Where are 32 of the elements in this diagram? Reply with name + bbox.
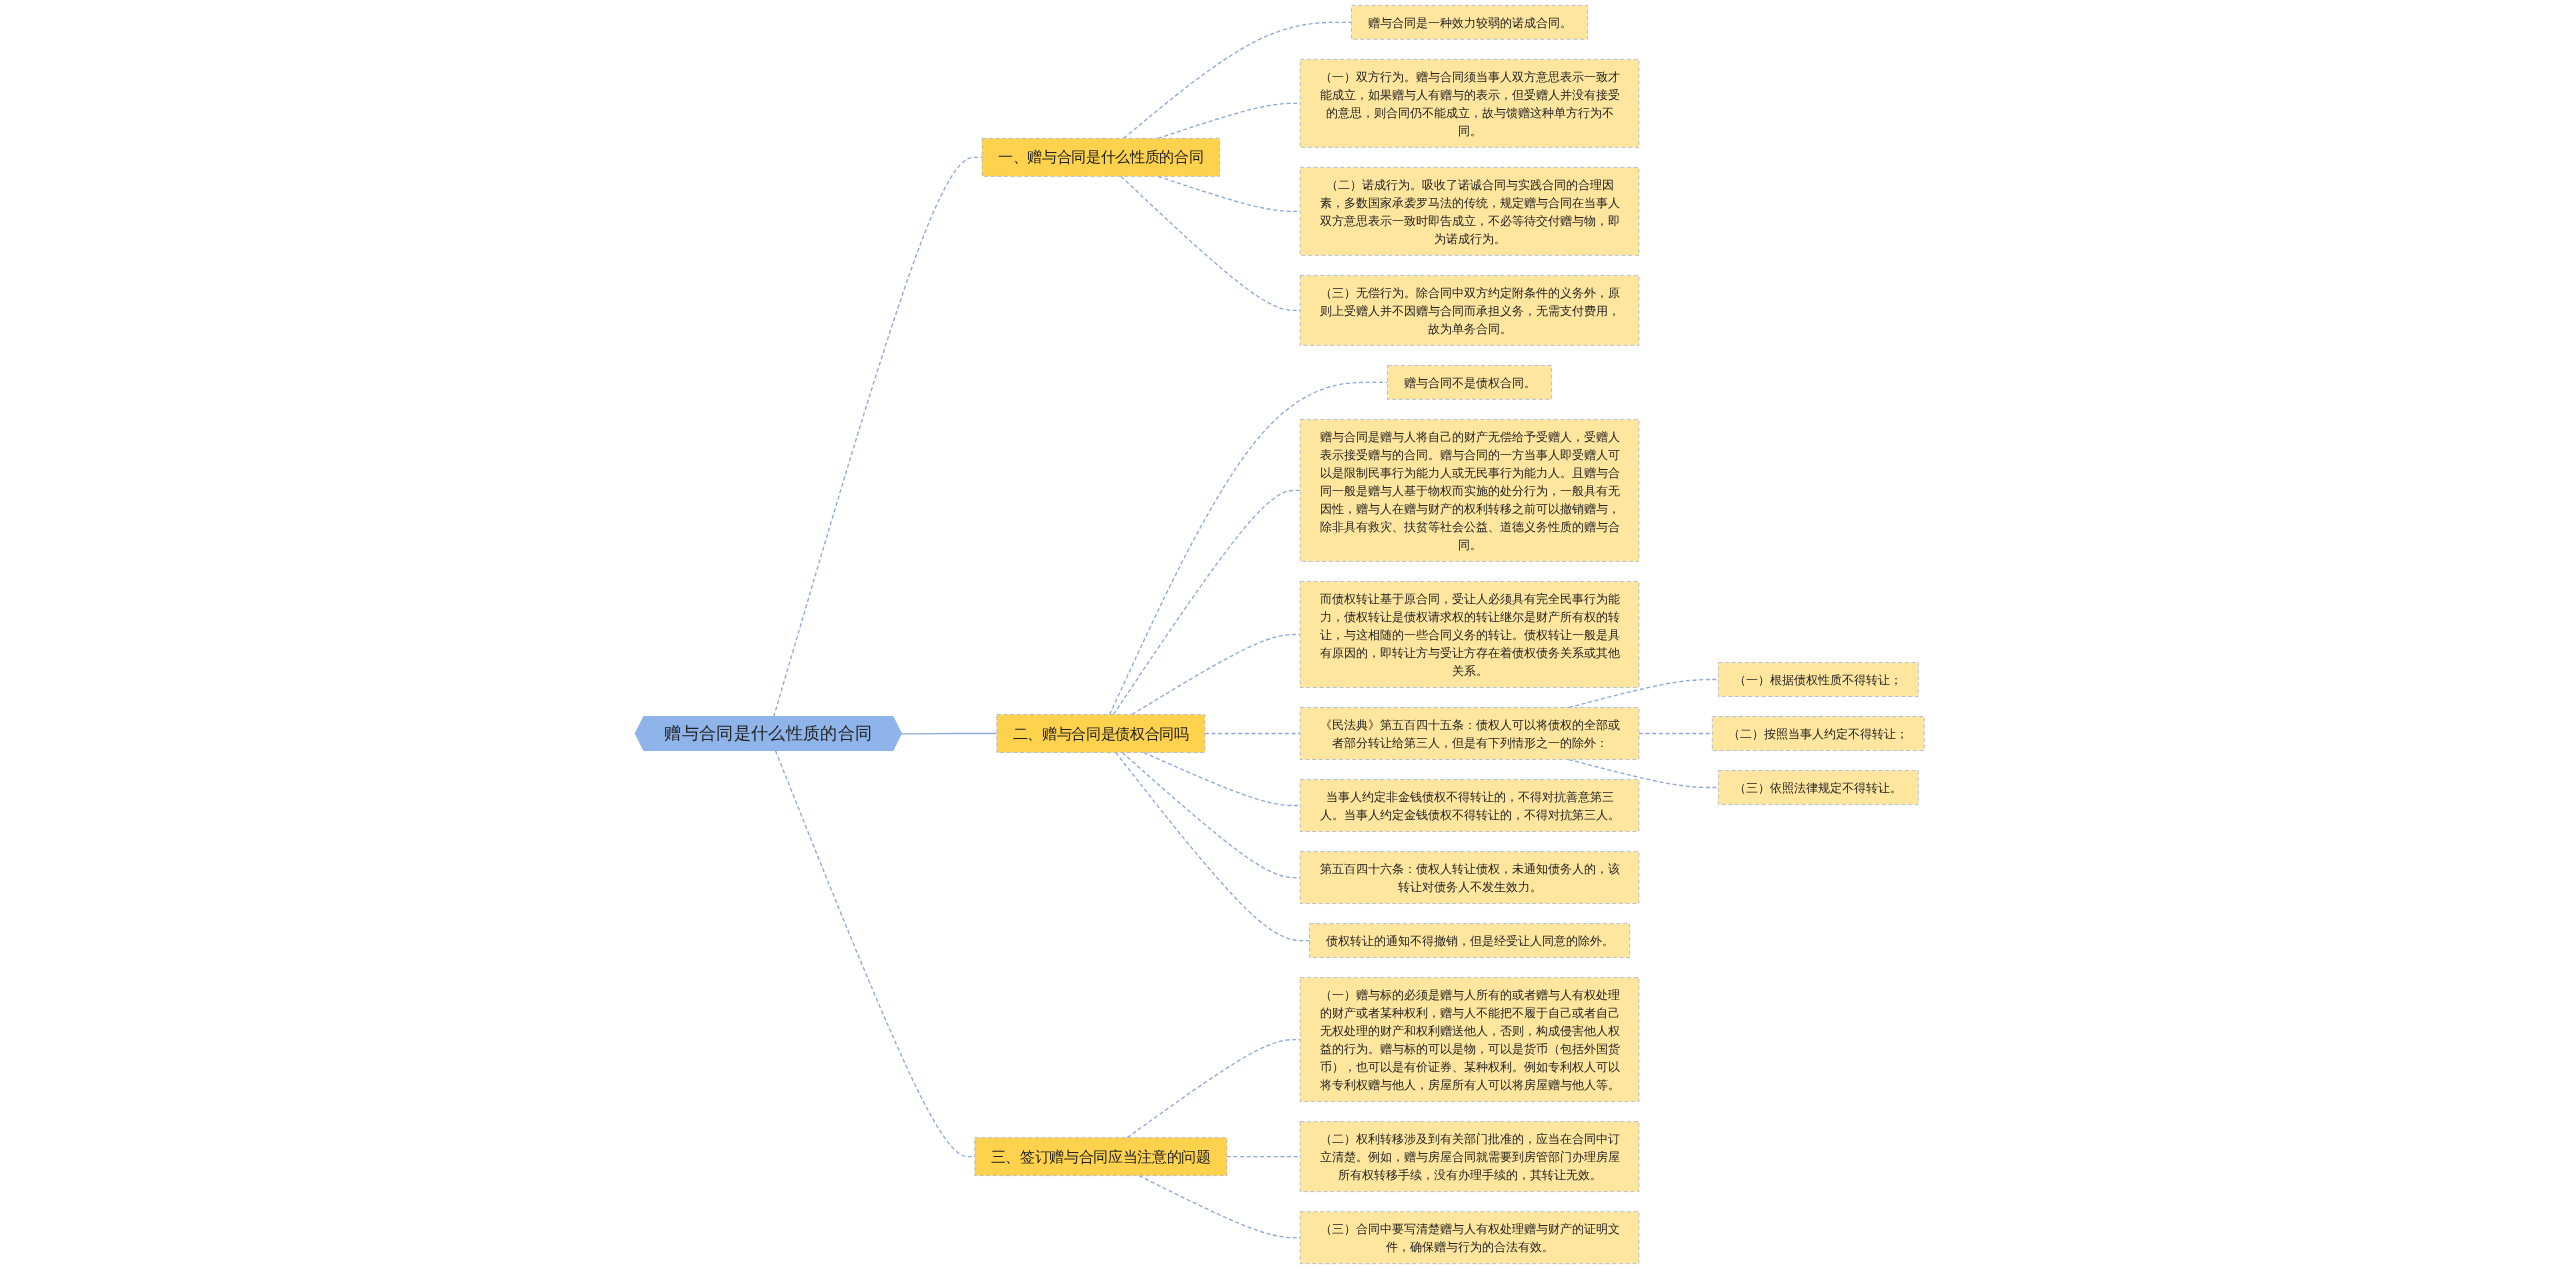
node-box: （三）无偿行为。除合同中双方约定附条件的义务外，原则上受赠人并不因赠与合同而承担义务，无需支付费用，故为单务合同。: [1300, 275, 1640, 346]
connector: [1204, 732, 1301, 735]
connector: [1115, 751, 1311, 942]
node-box: （二）权利转移涉及到有关部门批准的，应当在合同中订立清楚。例如，赠与房屋合同就需要到房管部门办理房屋所有权转移手续，没有办理手续的，其转让无效。: [1300, 1121, 1640, 1192]
connector: [901, 732, 998, 735]
node-box: （二）诺成行为。吸收了诺诚合同与实践合同的合理因素，多数国家承袭罗马法的传统，规定赠与合同在当事人双方意思表示一致时即告成立，不必等待交付赠与物，即为诺成行为。: [1300, 167, 1640, 256]
node-box: （一）双方行为。赠与合同须当事人双方意思表示一致才能成立，如果赠与人有赠与的表示，但受赠人并没有接受的意思，则合同仍不能成立，故与馈赠这种单方行为不同。: [1300, 59, 1640, 148]
node-box: （三）依照法律规定不得转让。: [1718, 770, 1919, 805]
node-box: 二、赠与合同是债权合同吗: [996, 714, 1206, 753]
connector: [1121, 751, 1301, 879]
node-box: 赠与合同是赠与人将自己的财产无偿给予受赠人，受赠人表示接受赠与的合同。赠与合同的一方当事人即受赠人可以是限制民事行为能力人或无民事行为能力人。且赠与合同一般是赠与人基于物权而实施的处分行为，一般具有无因性，赠与人在赠与财产的权利转移之前可以撤销赠与，除非具有救灾、扶贫等社会公益、道德义务性质的赠与合同。: [1300, 419, 1640, 562]
node-box: 第五百四十六条：债权人转让债权，未通知债务人的，该转让对债务人不发生效力。: [1300, 851, 1640, 904]
connector: [1113, 489, 1301, 716]
node-box: 三、签订赠与合同应当注意的问题: [974, 1137, 1228, 1176]
node-box: 赠与合同不是债权合同。: [1387, 365, 1553, 400]
node-box: 债权转让的通知不得撤销，但是经受让人同意的除外。: [1309, 923, 1631, 958]
node-box: 一、赠与合同是什么性质的合同: [981, 138, 1220, 177]
connector: [1131, 633, 1301, 716]
node-box: （一）赠与标的必须是赠与人所有的或者赠与人有权处理的财产或者某种权利，赠与人不能把不履于自己或者自己无权处理的财产和权利赠送他人，否则，构成侵害他人权益的行为。赠与标的可以是物，可以是货币（包括外国货币），也可以是有价证券、某种权利。例如专利权人可以将专利权赠与他人，房屋所有人可以将房屋赠与他人等。: [1300, 977, 1640, 1102]
connector: [1143, 751, 1301, 807]
node-box: （一）根据债权性质不得转让；: [1718, 662, 1919, 697]
node-box: 而债权转让基于原合同，受让人必须具有完全民事行为能力，债权转让是债权请求权的转让继尔是财产所有权的转让，与这相随的一些合同义务的转让。债权转让一般是具有原因的，即转让方与受让方存在着债权债务关系或其他关系。: [1300, 581, 1640, 688]
connector: [1123, 21, 1353, 140]
node-box: （三）合同中要写清楚赠与人有权处理赠与财产的证明文件，确保赠与行为的合法有效。: [1300, 1211, 1640, 1264]
connector: [1109, 381, 1389, 716]
node-box: 《民法典》第五百四十五条：债权人可以将债权的全部或者部分转让给第三人，但是有下列情形之一的除外：: [1300, 707, 1640, 760]
connector: [1126, 1038, 1301, 1139]
node-box: （二）按照当事人约定不得转让；: [1712, 716, 1925, 751]
node-box: 赠与合同是一种效力较弱的诺成合同。: [1351, 5, 1589, 40]
connector: [1226, 1155, 1301, 1158]
connector: [1120, 175, 1301, 312]
node-box: 当事人约定非金钱债权不得转让的，不得对抗善意第三人。当事人约定金钱债权不得转让的，不得对抗第三人。: [1300, 779, 1640, 832]
